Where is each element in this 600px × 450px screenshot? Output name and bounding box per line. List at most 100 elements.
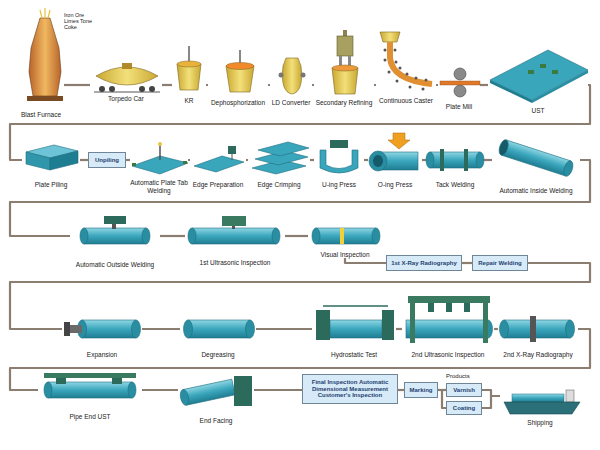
step-caption: Continuous Caster — [379, 97, 433, 104]
art-shape — [340, 228, 344, 244]
step-caption: Tack Welding — [436, 181, 475, 188]
art-shape — [26, 152, 50, 170]
flow-line — [80, 159, 88, 161]
step-caption: Pipe End UST — [69, 413, 110, 420]
art-shape — [301, 73, 306, 78]
expansion-art — [64, 320, 141, 338]
step-caption: UST — [532, 107, 545, 114]
art-shape — [332, 68, 358, 94]
art-shape — [464, 303, 470, 312]
process-step: 2nd Ultrasonic Inspection — [402, 292, 494, 358]
art-shape — [94, 92, 160, 93]
art-shape — [323, 305, 388, 307]
plate-mill-art — [440, 68, 480, 97]
process-step: Hydrostatic Test — [312, 300, 396, 358]
flow-line — [374, 84, 376, 86]
art-shape — [234, 376, 252, 406]
secondary-refining-art — [332, 30, 358, 94]
process-step: O-ing Press — [368, 130, 422, 188]
art-shape — [530, 316, 536, 342]
process-box: Repair Welding — [472, 255, 528, 271]
art-shape — [99, 86, 105, 92]
art-shape — [399, 67, 402, 70]
art-shape — [388, 71, 391, 74]
art-shape — [330, 320, 382, 338]
art-shape — [84, 228, 146, 244]
art-shape — [188, 320, 250, 338]
art-shape — [316, 310, 330, 340]
process-box: Coating — [446, 401, 482, 415]
step-caption: Automatic Outside Welding — [76, 261, 154, 268]
art-shape — [532, 70, 588, 103]
art-shape — [159, 145, 161, 160]
art-shape — [425, 79, 428, 82]
art-shape — [177, 64, 201, 90]
process-step: Automatic Outside Welding — [70, 210, 160, 268]
art-shape — [384, 49, 387, 52]
dephosphorization-art — [226, 50, 254, 92]
step-caption: LD Converter — [272, 99, 311, 106]
step-caption: 2nd X-Ray Radiography — [503, 351, 572, 358]
step-caption: Plate Piling — [35, 181, 68, 188]
flow-line — [494, 328, 498, 330]
art-shape — [29, 18, 61, 96]
process-step: LD Converter — [270, 52, 312, 106]
art-shape — [497, 139, 510, 157]
hydrostatic-art — [316, 306, 394, 340]
inside-welding-art — [497, 139, 574, 178]
art-shape — [50, 151, 78, 170]
art-shape — [440, 81, 480, 85]
art-shape — [48, 382, 132, 398]
process-step: UST — [488, 44, 588, 114]
process-step: Plate Mill — [438, 62, 480, 110]
art-shape — [566, 390, 574, 402]
art-shape — [552, 70, 558, 74]
process-step: Plate Piling — [22, 140, 80, 188]
art-shape — [132, 320, 141, 338]
art-shape — [422, 88, 425, 91]
step-caption: Expansion — [87, 351, 117, 358]
art-shape — [330, 140, 348, 148]
process-step: Automatic Inside Welding — [492, 132, 580, 194]
flow-line — [480, 84, 488, 86]
art-shape — [177, 61, 201, 67]
art-shape — [80, 228, 88, 244]
u-ing-press-art — [320, 140, 358, 173]
art-shape — [282, 58, 301, 94]
step-caption: Hydrostatic Test — [331, 351, 377, 358]
xray-art — [500, 316, 575, 342]
group-label: Products — [446, 373, 486, 380]
art-shape — [104, 216, 126, 224]
box-text: 1st X-Ray Radiography — [391, 260, 457, 267]
flow-line — [64, 84, 90, 86]
kr-ladle-art — [177, 46, 201, 90]
flow-line — [188, 159, 190, 161]
art-shape — [490, 80, 532, 103]
plate-piling-art — [26, 145, 78, 170]
flow-line — [10, 263, 590, 329]
art-shape — [272, 228, 280, 244]
step-caption: U-ing Press — [322, 181, 356, 188]
flow-line — [422, 159, 426, 161]
art-shape — [183, 161, 187, 164]
step-caption: Edge Crimping — [258, 181, 301, 188]
art-shape — [279, 73, 284, 78]
step-caption: 2nd Ultrasonic Inspection — [412, 351, 485, 358]
flow-line — [312, 84, 314, 86]
art-shape — [194, 156, 244, 172]
art-shape — [454, 85, 466, 97]
art-shape — [96, 67, 158, 85]
art-shape — [440, 149, 444, 171]
art-shape — [406, 73, 409, 76]
art-shape — [396, 80, 399, 83]
step-caption: Plate Mill — [446, 103, 472, 110]
input-note: Iron Ore Limes Tone Coke — [64, 12, 98, 30]
art-shape — [390, 42, 432, 84]
process-box: Varnish — [446, 383, 482, 397]
tab-welding-art — [132, 142, 188, 174]
end-facing-art — [179, 376, 252, 406]
step-caption: Dephosphorization — [211, 99, 265, 106]
flow-line — [438, 390, 446, 408]
step-caption: O-ing Press — [378, 181, 412, 188]
art-shape — [409, 86, 412, 89]
